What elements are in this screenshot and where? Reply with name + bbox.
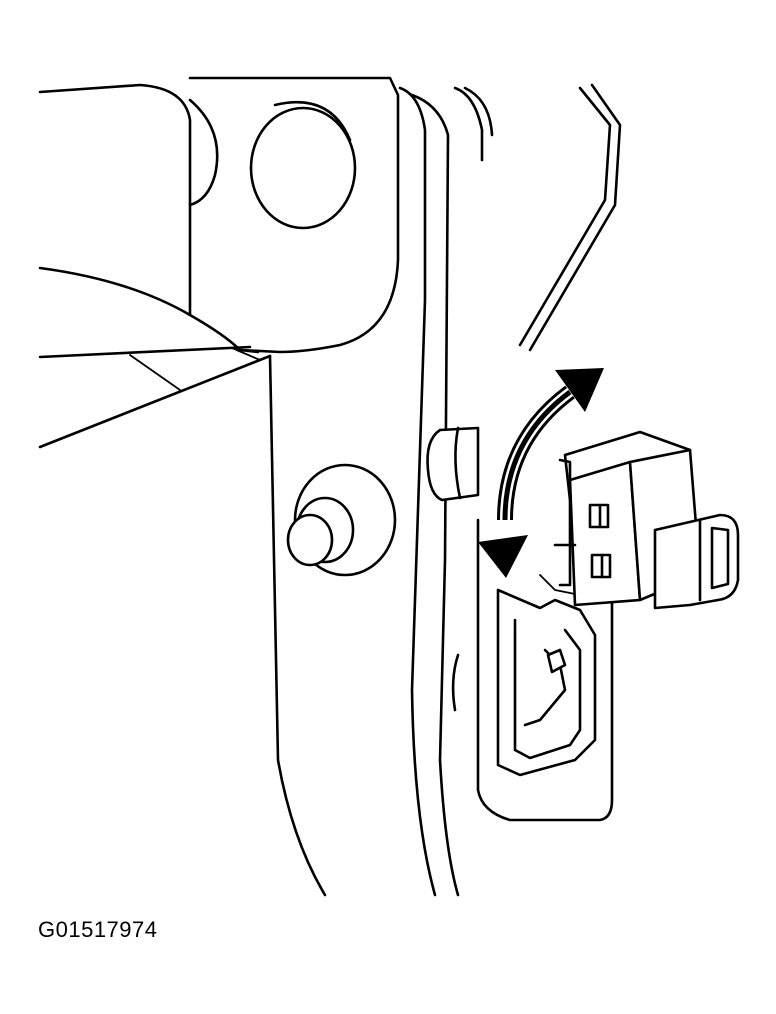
rotation-arrow — [478, 368, 604, 578]
door-panel — [268, 83, 622, 897]
round-plug — [249, 100, 357, 230]
upper-bracket — [38, 76, 400, 449]
electrical-connector — [553, 430, 740, 610]
connector-recess — [451, 518, 614, 822]
side-bushing — [426, 426, 480, 502]
figure-id-label: G01517974 — [38, 917, 158, 942]
bolt-stud — [286, 463, 397, 577]
